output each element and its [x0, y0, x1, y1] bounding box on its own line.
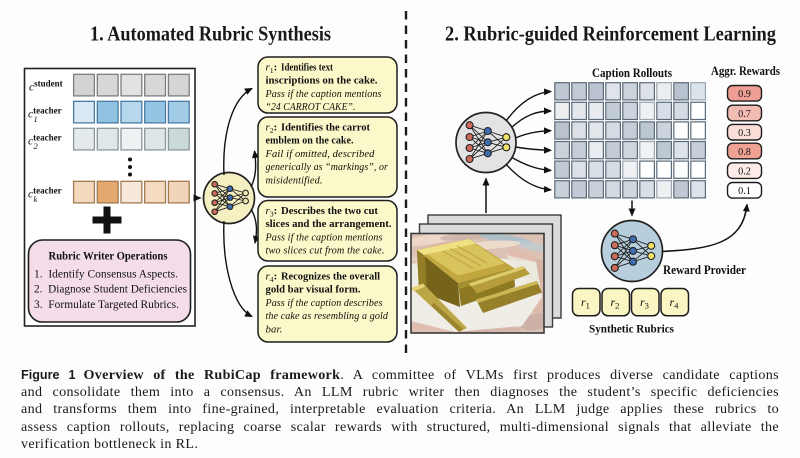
- svg-text:0.1: 0.1: [738, 186, 751, 197]
- svg-text:Fail if omitted, described: Fail if omitted, described: [265, 148, 375, 160]
- svg-text:Pass if the caption mentions: Pass if the caption mentions: [265, 88, 382, 100]
- svg-text:0.3: 0.3: [738, 128, 751, 139]
- svg-text:inscriptions on the cake.: inscriptions on the cake.: [266, 75, 378, 87]
- svg-text:1. Identify Consensus Aspects: 1. Identify Consensus Aspects.: [34, 269, 178, 281]
- svg-text:Identifies the carrot: Identifies the carrot: [281, 122, 370, 134]
- svg-text:gold bar visual form.: gold bar visual form.: [266, 284, 361, 296]
- svg-text:r2: r2: [611, 295, 620, 311]
- svg-text:slices and the arrangement.: slices and the arrangement.: [266, 218, 392, 230]
- svg-text:emblem on the cake.: emblem on the cake.: [266, 135, 354, 147]
- svg-text:generically as “markings”, or: generically as “markings”, or: [266, 161, 389, 173]
- svg-text:3. Formulate Targeted Rubrics: 3. Formulate Targeted Rubrics.: [34, 299, 179, 311]
- svg-text:Describes the two cut: Describes the two cut: [281, 205, 378, 217]
- svg-text:Aggr. Rewards: Aggr. Rewards: [711, 63, 780, 78]
- svg-text:Identifies text: Identifies text: [281, 62, 333, 74]
- svg-text:r1:: r1:: [266, 62, 278, 76]
- svg-text:misidentified.: misidentified.: [266, 174, 323, 186]
- svg-text:r4: r4: [670, 295, 680, 311]
- svg-text:Pass if the caption mentions: Pass if the caption mentions: [265, 231, 383, 243]
- svg-text:Reward Provider: Reward Provider: [663, 263, 747, 277]
- svg-text:Recognizes the overall: Recognizes the overall: [281, 271, 380, 283]
- svg-text:0.2: 0.2: [738, 167, 751, 178]
- svg-text:Caption Rollouts: Caption Rollouts: [592, 65, 672, 80]
- svg-text:Pass if the caption describes: Pass if the caption describes: [265, 297, 383, 309]
- svg-text:bar.: bar.: [266, 323, 283, 335]
- svg-text:0.7: 0.7: [738, 109, 751, 120]
- svg-text:Rubric Writer Operations: Rubric Writer Operations: [49, 250, 168, 263]
- svg-text:0.9: 0.9: [738, 89, 751, 100]
- svg-text:the cake as resembling a gold: the cake as resembling a gold: [266, 310, 389, 322]
- svg-text:r4:: r4:: [266, 271, 278, 285]
- svg-text:2. Diagnose Student Deficienc: 2. Diagnose Student Deficiencies: [34, 284, 187, 296]
- svg-text:“24 CARROT CAKE”.: “24 CARROT CAKE”.: [266, 101, 356, 113]
- svg-text:r1: r1: [581, 295, 590, 311]
- svg-text:two slices cut from the cake.: two slices cut from the cake.: [266, 245, 385, 257]
- svg-text:0.8: 0.8: [738, 147, 751, 158]
- svg-text:1. Automated Rubric Synthesis: 1. Automated Rubric Synthesis: [90, 22, 331, 46]
- svg-text:r2:: r2:: [266, 122, 278, 136]
- svg-text:r3: r3: [640, 295, 649, 311]
- svg-text:r3:: r3:: [266, 205, 278, 219]
- svg-text:Synthetic Rubrics: Synthetic Rubrics: [589, 322, 674, 336]
- svg-text:2. Rubric-guided Reinforcement: 2. Rubric-guided Reinforcement Learning: [445, 22, 776, 46]
